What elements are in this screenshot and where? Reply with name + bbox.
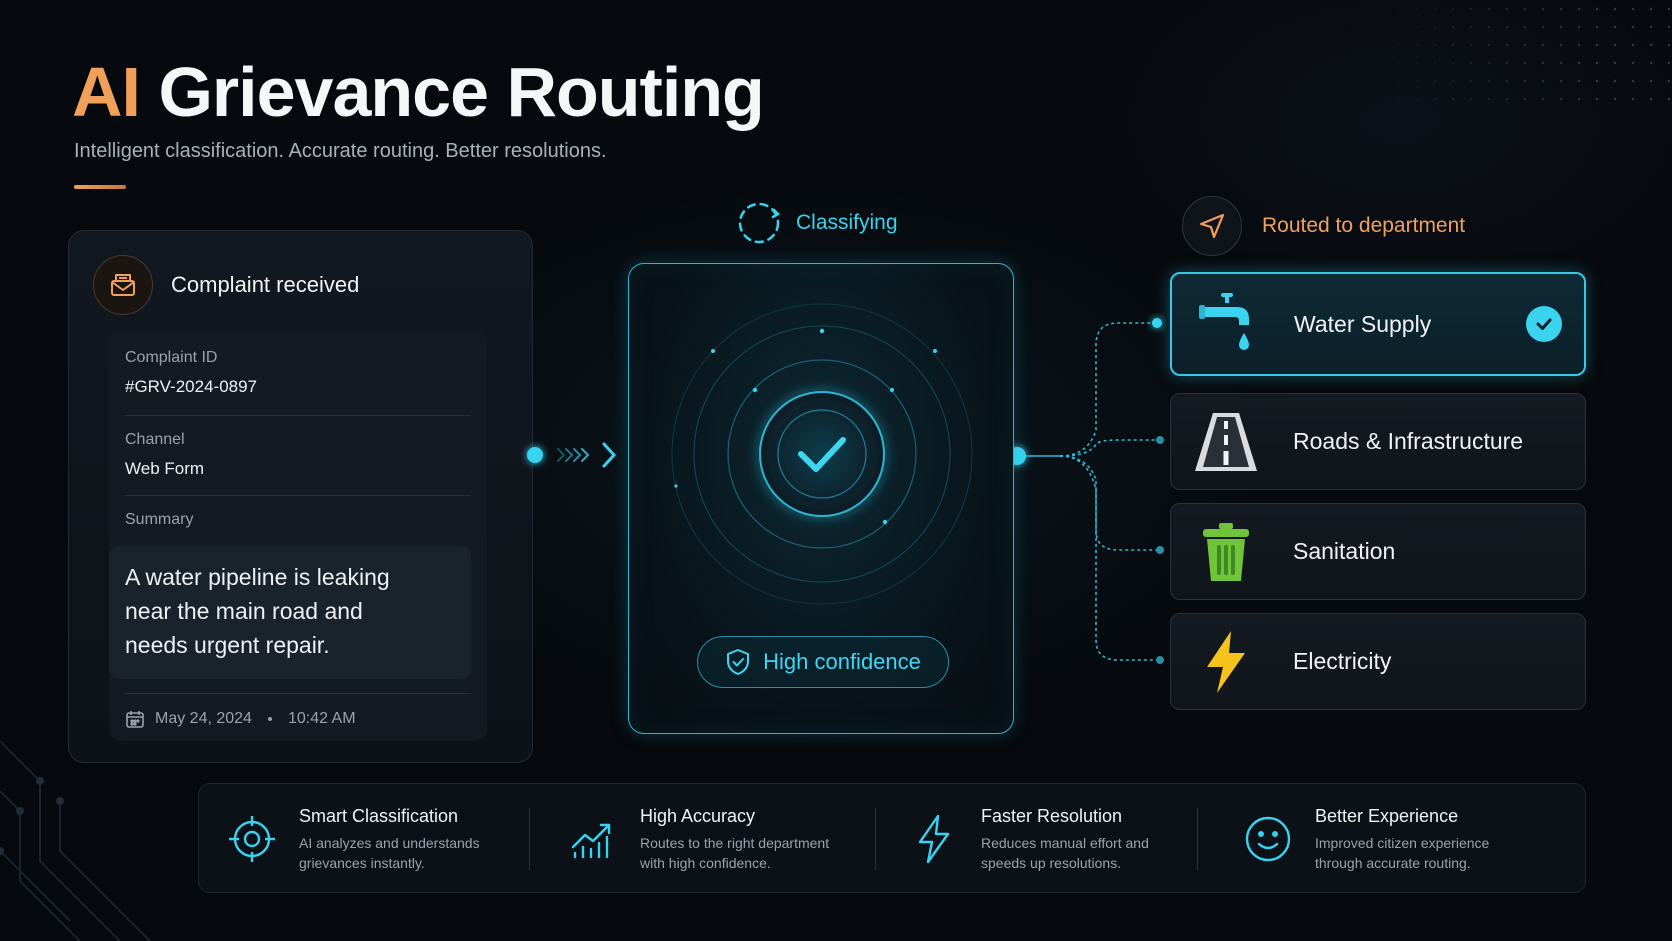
department-label: Electricity: [1293, 648, 1392, 674]
classification-panel: High confidence: [628, 263, 1014, 734]
complaint-card: Complaint received Complaint ID #GRV-202…: [68, 230, 533, 763]
routing-lines: [1026, 322, 1160, 661]
benefit-title: High Accuracy: [640, 805, 756, 826]
page-title: AI Grievance Routing: [72, 52, 765, 132]
chart-growth-icon: [564, 810, 622, 868]
channel-value: Web Form: [125, 459, 205, 478]
selected-check-icon: [1526, 306, 1562, 342]
loading-spinner-icon: [738, 202, 781, 244]
timestamp-row: May 24, 2024 10:42 AM: [125, 709, 356, 729]
benefit-smart-classification: Smart Classification AI analyzes and und…: [223, 784, 480, 894]
department-roads[interactable]: Roads & Infrastructure: [1170, 393, 1586, 490]
channel-label: Channel: [125, 431, 185, 448]
divider: [529, 808, 530, 870]
smile-icon: [1239, 810, 1297, 868]
classifying-text: Classifying: [796, 211, 898, 234]
summary-text: A water pipeline is leaking near the mai…: [109, 546, 471, 679]
routed-text: Routed to department: [1262, 214, 1466, 237]
separator-dot: [267, 717, 272, 721]
title-main: Grievance Routing: [158, 53, 764, 131]
summary-line: near the main road and: [125, 598, 363, 624]
benefits-bar: Smart Classification AI analyzes and und…: [198, 783, 1586, 893]
target-icon: [223, 810, 281, 868]
department-label: Sanitation: [1293, 538, 1396, 564]
radar-graphic: [671, 303, 973, 605]
benefit-title: Faster Resolution: [981, 805, 1123, 826]
divider: [125, 693, 471, 694]
confidence-text: High confidence: [763, 649, 921, 674]
complaint-id-label: Complaint ID: [125, 349, 218, 366]
circuit-decoration: [0, 740, 151, 941]
complaint-id-value: #GRV-2024-0897: [125, 377, 258, 396]
road-icon: [1191, 407, 1261, 477]
divider: [875, 808, 876, 870]
summary-field: Summary: [109, 511, 487, 529]
channel-field: Channel Web Form: [109, 431, 487, 479]
complaint-received-heading: Complaint received: [171, 272, 360, 297]
benefit-title: Smart Classification: [299, 805, 459, 826]
lightning-icon: [905, 810, 963, 868]
department-label: Roads & Infrastructure: [1293, 428, 1524, 454]
water-tap-icon: [1192, 289, 1262, 359]
title-underline: [74, 185, 126, 189]
calendar-icon: [126, 711, 144, 728]
trash-bin-icon: [1191, 517, 1261, 587]
divider: [125, 415, 471, 416]
divider: [1197, 808, 1198, 870]
routed-label: Routed to department: [1182, 196, 1465, 256]
complaint-id-field: Complaint ID #GRV-2024-0897: [109, 349, 487, 397]
department-water-supply[interactable]: Water Supply: [1170, 272, 1586, 376]
confidence-badge: High confidence: [697, 636, 949, 688]
complaint-details: Complaint ID #GRV-2024-0897 Channel Web …: [109, 331, 487, 741]
department-label: Water Supply: [1294, 310, 1432, 337]
summary-line: A water pipeline is leaking: [125, 564, 390, 590]
navigation-arrow-icon: [1182, 196, 1242, 256]
benefit-title: Better Experience: [1315, 805, 1459, 826]
dot-pattern: [1372, 0, 1672, 110]
summary-label: Summary: [125, 511, 194, 528]
complaint-time: 10:42 AM: [287, 710, 356, 727]
department-sanitation[interactable]: Sanitation: [1170, 503, 1586, 600]
page-subtitle: Intelligent classification. Accurate rou…: [74, 140, 607, 162]
department-electricity[interactable]: Electricity: [1170, 613, 1586, 710]
divider: [125, 495, 471, 496]
summary-line: needs urgent repair.: [125, 632, 330, 658]
lightning-icon: [1191, 627, 1261, 697]
shield-check-icon: [727, 649, 750, 675]
classifying-label: Classifying: [736, 200, 898, 246]
complaint-date: May 24, 2024: [155, 710, 252, 727]
benefit-high-accuracy: High Accuracy Routes to the right depart…: [564, 784, 829, 894]
complaint-card-header: Complaint received: [93, 255, 359, 315]
benefit-better-experience: Better Experience Improved citizen exper…: [1239, 784, 1489, 894]
checkmark-icon: [798, 437, 846, 472]
chevron-arrows-icon: [557, 442, 617, 468]
title-accent: AI: [72, 53, 141, 131]
mail-icon: [93, 255, 153, 315]
benefit-faster-resolution: Faster Resolution Reduces manual effort …: [905, 784, 1149, 894]
